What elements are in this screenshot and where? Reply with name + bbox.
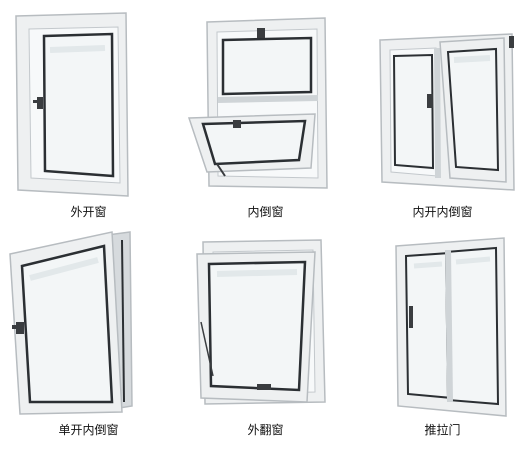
hopper-window-illustration bbox=[187, 17, 328, 189]
window-label: 单开内倒窗 bbox=[58, 423, 119, 437]
handle-icon bbox=[233, 120, 241, 128]
window-label: 内倒窗 bbox=[247, 205, 284, 219]
single-tilt-window-illustration bbox=[9, 231, 133, 415]
window-item-awning: 外翻窗 bbox=[177, 226, 354, 452]
window-item-hopper: 内倒窗 bbox=[177, 0, 354, 226]
latch-icon bbox=[257, 28, 265, 38]
sliding-door-illustration bbox=[395, 237, 507, 417]
window-item-sliding: 推拉门 bbox=[354, 226, 531, 452]
tilt-turn-window-illustration bbox=[379, 33, 515, 191]
window-item-casement: 外开窗 bbox=[0, 0, 177, 226]
handle-icon bbox=[409, 306, 413, 328]
window-item-tilt-turn: 内开内倒窗 bbox=[354, 0, 531, 226]
window-label: 外开窗 bbox=[70, 205, 107, 219]
window-item-single-tilt: 单开内倒窗 bbox=[0, 226, 177, 452]
awning-window-illustration bbox=[196, 239, 326, 405]
window-label: 内开内倒窗 bbox=[412, 205, 473, 219]
handle-icon bbox=[427, 94, 433, 108]
window-label: 外翻窗 bbox=[247, 423, 284, 437]
casement-window-illustration bbox=[15, 12, 129, 197]
handle-icon bbox=[257, 384, 271, 390]
window-label: 推拉门 bbox=[424, 423, 461, 437]
